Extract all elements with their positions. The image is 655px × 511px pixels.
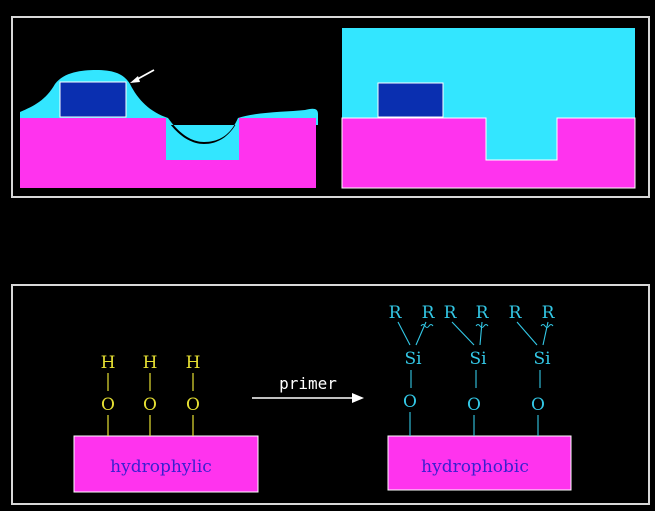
- hydrogen-atom: H: [101, 353, 116, 373]
- hydrophilic-substrate: [73, 435, 259, 493]
- raised-feature-right: [377, 82, 444, 118]
- oxygen-atom: O: [467, 395, 481, 415]
- hydroxyl-group: H O: [186, 353, 201, 436]
- oxygen-atom: O: [143, 395, 157, 415]
- top-right-diagram: [341, 28, 636, 189]
- resist-in-trench: [166, 118, 239, 160]
- hydroxyl-group: H O: [143, 353, 158, 436]
- white-arrow-icon: [130, 69, 155, 83]
- oxygen-atom: O: [531, 395, 545, 415]
- silane-group: R R Si O: [444, 303, 490, 436]
- r-group: R: [509, 303, 523, 323]
- silicon-atom: Si: [533, 349, 551, 369]
- silane-group: R R Si O: [509, 303, 556, 436]
- r-group: R: [542, 303, 556, 323]
- hydrophobic-label: hydrophobic: [421, 457, 529, 477]
- r-group: R: [422, 303, 436, 323]
- top-panel-frame: [11, 16, 650, 198]
- oxygen-atom: O: [186, 395, 200, 415]
- silane-group: R R Si O: [389, 303, 436, 436]
- r-group: R: [444, 303, 458, 323]
- substrate-trench-left: [20, 118, 316, 188]
- r-group: R: [389, 303, 403, 323]
- hydrogen-atom: H: [143, 353, 158, 373]
- hydrophobic-substrate: [387, 435, 572, 491]
- raised-feature-left: [59, 81, 127, 118]
- silicon-atom: Si: [404, 349, 422, 369]
- top-left-diagram: [20, 69, 318, 188]
- hydrophilic-surface: hydrophylic H O H O H O: [73, 353, 259, 493]
- primer-label: primer: [279, 374, 337, 393]
- oxygen-atom: O: [101, 395, 115, 415]
- oxygen-atom: O: [403, 392, 417, 412]
- silicon-atom: Si: [469, 349, 487, 369]
- hydrophobic-surface: hydrophobic R R Si O R R Si O R: [387, 303, 572, 491]
- r-group: R: [476, 303, 490, 323]
- hydroxyl-group: H O: [101, 353, 116, 436]
- bottom-panel-frame: [11, 284, 650, 505]
- primer-reaction-arrow: primer: [252, 374, 364, 403]
- substrate-trench-right: [341, 117, 636, 189]
- hydrogen-atom: H: [186, 353, 201, 373]
- hydrophilic-label: hydrophylic: [110, 457, 212, 477]
- arrow-head-icon: [352, 393, 364, 403]
